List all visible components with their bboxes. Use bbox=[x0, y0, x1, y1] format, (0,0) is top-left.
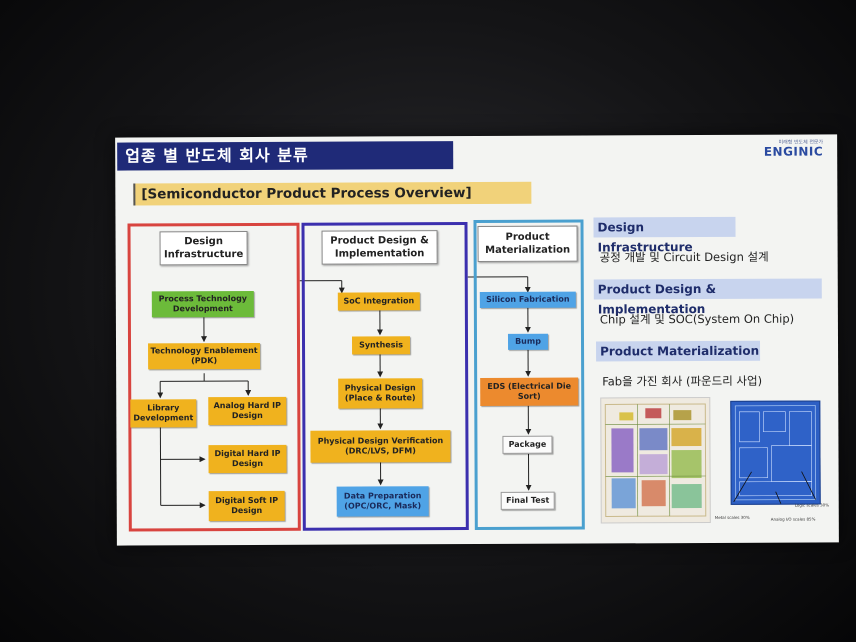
process-technology-box: Process Technology Development bbox=[151, 290, 254, 318]
presentation-slide: 업종 별 반도체 회사 분류 미래형 반도체 전문가 ENGINIC [Semi… bbox=[115, 134, 839, 546]
design-infrastructure-column bbox=[127, 222, 301, 532]
library-development-box: Library Development bbox=[130, 399, 197, 428]
chip-scaling-illustration bbox=[733, 405, 817, 506]
analog-hard-ip-box: Analog Hard IP Design bbox=[208, 396, 287, 426]
materialization-arrows bbox=[467, 276, 532, 491]
package-box: Package bbox=[502, 435, 553, 454]
technology-enablement-box: Technology Enablement (PDK) bbox=[148, 342, 261, 370]
analog-io-scales-label: Analog I/O scales 85% bbox=[770, 516, 816, 522]
final-test-box: Final Test bbox=[500, 491, 555, 510]
product-design-column bbox=[301, 222, 469, 531]
silicon-fabrication-box: Silicon Fabrication bbox=[479, 291, 576, 308]
product-materialization-title: Product Materialization bbox=[596, 340, 761, 362]
chip-floorplan-illustration bbox=[604, 403, 707, 517]
flow-arrows bbox=[157, 276, 532, 509]
physical-design-verification-box: Physical Design Verification (DRC/LVS, D… bbox=[310, 430, 451, 463]
design-infrastructure-title: Design Infrastructure bbox=[593, 216, 736, 254]
data-preparation-box: Data Preparation (OPC/ORC, Mask) bbox=[336, 486, 429, 517]
product-materialization-column bbox=[473, 219, 585, 531]
design-infra-arrows bbox=[157, 317, 252, 509]
logic-scales-label: Logic scales 30% bbox=[794, 502, 830, 508]
chip-floorplan-image bbox=[600, 396, 711, 524]
physical-design-box: Physical Design (Place & Route) bbox=[338, 378, 423, 409]
bump-box: Bump bbox=[507, 333, 549, 350]
product-design-desc: Chip 설계 및 SOC(System On Chip) bbox=[599, 311, 795, 327]
chip-scaling-image bbox=[730, 400, 821, 506]
eds-box: EDS (Electrical Die Sort) bbox=[480, 377, 579, 406]
metal-scales-label: Metal scales 30% bbox=[714, 514, 750, 520]
synthesis-box: Synthesis bbox=[351, 336, 411, 355]
design-infrastructure-desc: 공정 개발 및 Circuit Design 설계 bbox=[599, 249, 769, 265]
design-infrastructure-header: Design Infrastructure bbox=[159, 231, 248, 266]
product-materialization-desc: Fab을 가진 회사 (파운드리 사업) bbox=[602, 373, 763, 389]
digital-hard-ip-box: Digital Hard IP Design bbox=[208, 444, 287, 474]
soc-integration-box: SoC Integration bbox=[337, 292, 420, 311]
product-design-arrows bbox=[299, 280, 384, 486]
digital-soft-ip-box: Digital Soft IP Design bbox=[208, 490, 285, 522]
product-design-title: Product Design & Implementation bbox=[593, 278, 822, 316]
product-materialization-header: Product Materialization bbox=[477, 225, 578, 262]
product-design-header: Product Design & Implementation bbox=[321, 230, 438, 265]
